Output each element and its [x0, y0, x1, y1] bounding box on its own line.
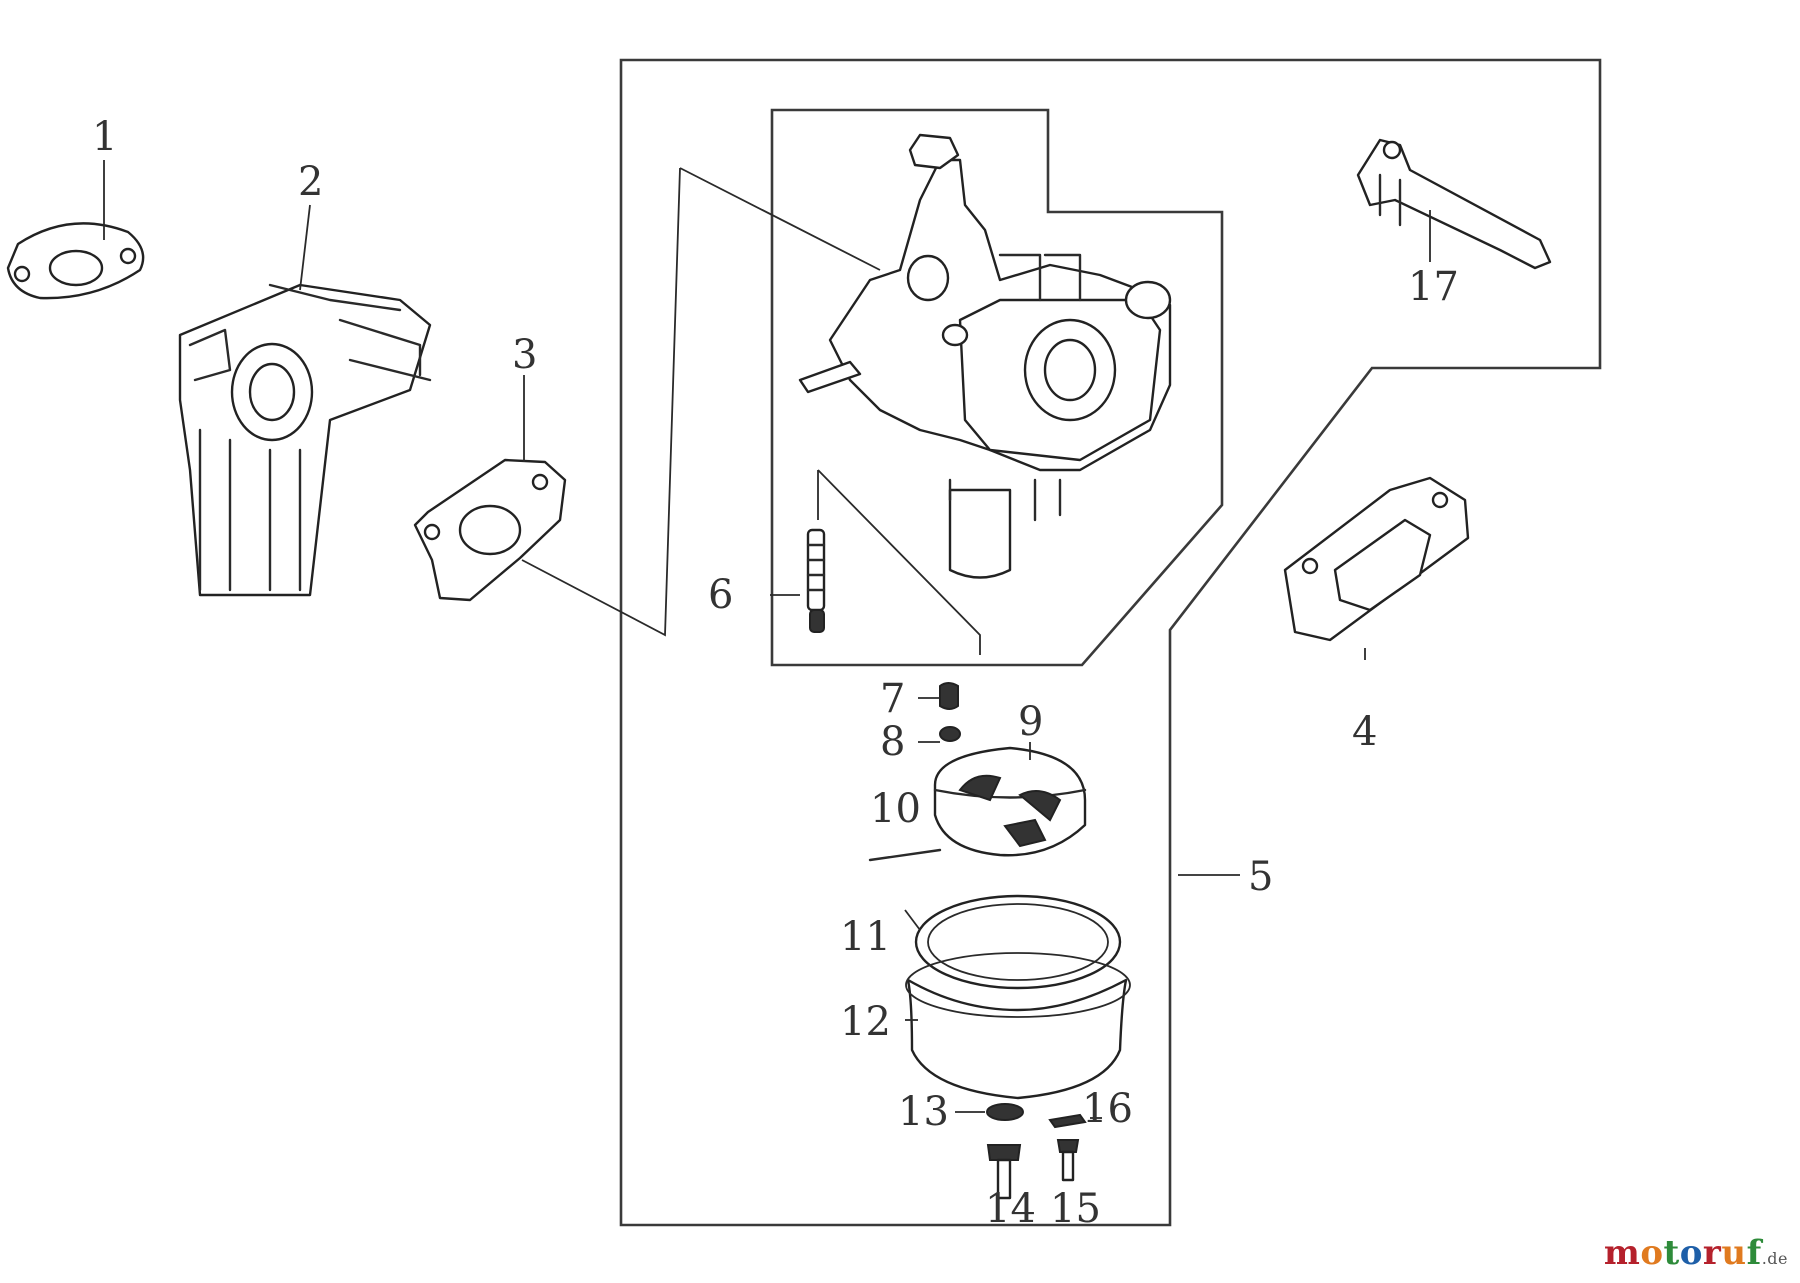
callout-12: 12 — [840, 999, 891, 1045]
callout-6: 6 — [708, 572, 733, 618]
callout-7: 7 — [880, 676, 905, 722]
callout-16: 16 — [1082, 1086, 1133, 1132]
gasket-part-1 — [6, 222, 145, 300]
leader-lines — [103, 160, 1431, 1119]
drain-parts — [986, 1103, 1087, 1200]
callout-13: 13 — [898, 1089, 949, 1135]
watermark-letters: motoruf — [1604, 1233, 1762, 1273]
o-ring-part-11 — [914, 894, 1122, 990]
gasket-part-4 — [1283, 476, 1470, 642]
watermark-letter: f — [1746, 1233, 1762, 1273]
callout-17: 17 — [1408, 264, 1459, 310]
carburetor-body-frame — [770, 108, 1224, 667]
float-bowl-part-12 — [905, 952, 1131, 1100]
callout-8: 8 — [880, 719, 905, 765]
watermark-suffix: .de — [1761, 1249, 1788, 1268]
callout-10: 10 — [870, 786, 921, 832]
callout-3: 3 — [512, 332, 537, 378]
carburetor-body — [798, 133, 1172, 579]
choke-lever-part-17 — [1356, 138, 1552, 270]
callout-5: 5 — [1248, 854, 1273, 900]
float-part-9 — [933, 746, 1087, 857]
callout-labels: 1 2 3 4 5 6 7 8 9 10 11 12 13 14 15 16 1… — [92, 114, 1459, 1232]
watermark-letter: o — [1679, 1233, 1703, 1273]
watermark-letter: r — [1702, 1233, 1722, 1273]
watermark-letter: t — [1663, 1233, 1680, 1273]
callout-11: 11 — [840, 914, 891, 960]
jet-part-6 — [806, 528, 826, 633]
callout-1: 1 — [92, 114, 117, 160]
callout-2: 2 — [298, 159, 323, 205]
assembly-frame — [619, 58, 1602, 1227]
bracket-part-2 — [178, 283, 432, 597]
gasket-part-3 — [413, 458, 567, 602]
watermark-letter: u — [1721, 1233, 1747, 1273]
float-needle-parts — [939, 682, 961, 742]
watermark-letter: o — [1640, 1233, 1664, 1273]
callout-15: 15 — [1050, 1186, 1101, 1232]
callout-4: 4 — [1352, 709, 1377, 755]
watermark-logo: motoruf.de — [1604, 1233, 1788, 1273]
float-pin-part-10 — [868, 848, 942, 862]
callout-14: 14 — [985, 1186, 1036, 1232]
callout-9: 9 — [1018, 699, 1043, 745]
watermark-letter: m — [1603, 1233, 1641, 1273]
